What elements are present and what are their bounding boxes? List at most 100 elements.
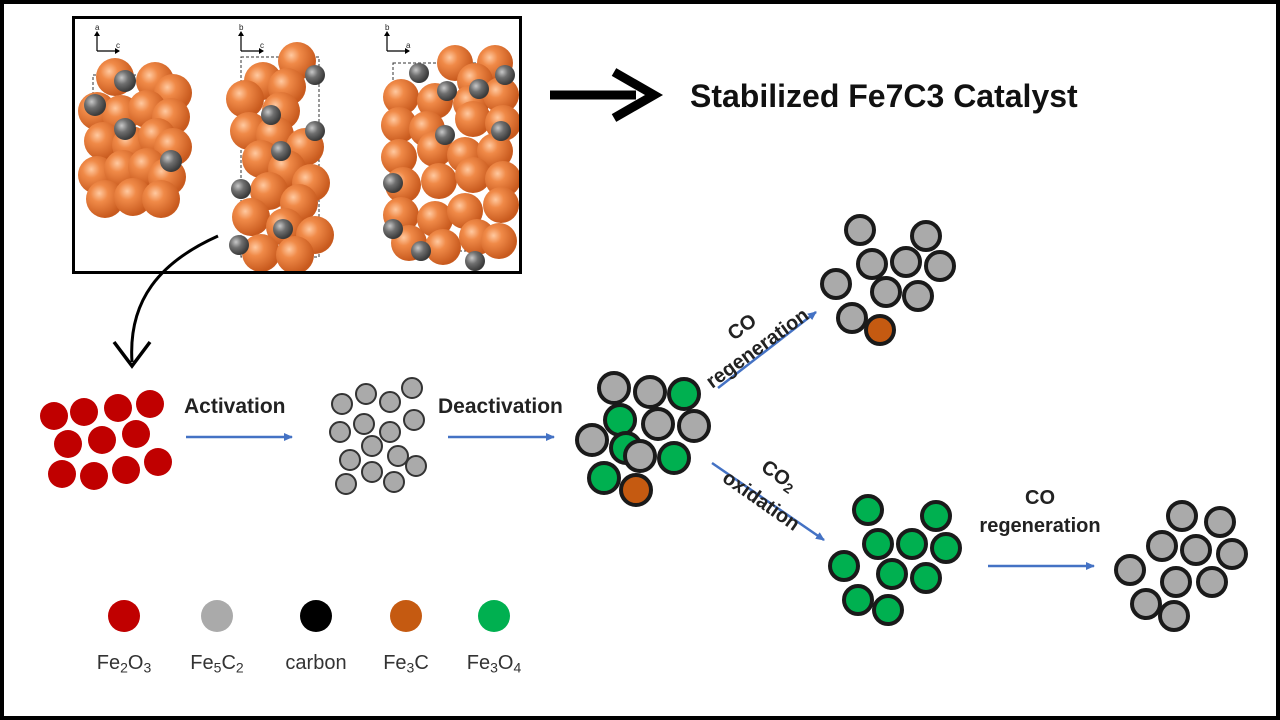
axis-label-a-view3: a xyxy=(406,41,411,50)
fe3o4-particle xyxy=(876,558,908,590)
fe5c2-particle xyxy=(1204,506,1236,538)
fe5c2-particle xyxy=(339,449,361,471)
fe-atom xyxy=(86,180,124,218)
mixed-particle xyxy=(597,371,631,405)
fe5c2-particle xyxy=(1130,588,1162,620)
right-arrow-icon xyxy=(550,68,664,122)
fe3o4-particle xyxy=(862,528,894,560)
fe5c2-particle xyxy=(403,409,425,431)
legend-label-fe3o4: Fe3O4 xyxy=(466,652,522,676)
fe5c2-particle xyxy=(383,471,405,493)
fe5c2-particle xyxy=(856,248,888,280)
fe2o3-particle xyxy=(54,430,82,458)
co-regeneration-arrow-top xyxy=(717,311,817,389)
carbon-atom xyxy=(271,141,291,161)
axis-label-c-view2: c xyxy=(260,41,264,50)
fe5c2-particle xyxy=(1158,600,1190,632)
mixed-particle xyxy=(633,375,667,409)
axis-label-b-view2: b xyxy=(239,23,244,32)
mixed-particle xyxy=(623,439,657,473)
axis-label-b-view3: b xyxy=(385,23,390,32)
fe-atom xyxy=(421,163,457,199)
fe3o4-particle xyxy=(930,532,962,564)
legend-swatch-fe3c xyxy=(390,600,422,632)
legend-label-fe3c: Fe3C xyxy=(383,652,429,676)
carbon-atom xyxy=(491,121,511,141)
fe2o3-particle xyxy=(80,462,108,490)
co-regeneration-label-right: CO regeneration xyxy=(970,484,1110,540)
fe3o4-particle xyxy=(920,500,952,532)
fe-atom xyxy=(483,187,519,223)
fe-atom xyxy=(381,107,417,143)
fe3o4-particle xyxy=(842,584,874,616)
mixed-particle xyxy=(603,403,637,437)
fe5c2-particle xyxy=(924,250,956,282)
curved-arrow-icon xyxy=(112,234,219,369)
figure-title: Stabilized Fe7C3 Catalyst xyxy=(690,78,1078,114)
deactivation-label: Deactivation xyxy=(438,395,563,418)
mixed-particle xyxy=(619,473,653,507)
co2-oxidation-arrow xyxy=(711,461,825,542)
fe2o3-particle xyxy=(122,420,150,448)
fe-atom xyxy=(242,234,280,271)
fe5c2-particle xyxy=(1166,500,1198,532)
legend-label-fe5c2: Fe5C2 xyxy=(190,652,244,676)
carbon-atom xyxy=(435,125,455,145)
mixed-particle xyxy=(575,423,609,457)
fe-atom xyxy=(381,139,417,175)
mixed-particle xyxy=(641,407,675,441)
fe3o4-particle xyxy=(852,494,884,526)
fe5c2-particle xyxy=(890,246,922,278)
carbon-atom xyxy=(383,173,403,193)
fe3o4-particle xyxy=(910,562,942,594)
carbon-atom xyxy=(160,150,182,172)
fe-atom xyxy=(383,79,419,115)
fe5c2-particle xyxy=(353,413,375,435)
fe-atom xyxy=(483,77,519,113)
fe-atom xyxy=(455,157,491,193)
fe2o3-particle xyxy=(48,460,76,488)
carbon-atom xyxy=(114,118,136,140)
fe5c2-particle xyxy=(401,377,423,399)
axis-label-c-view1: c xyxy=(116,41,120,50)
axis-label-a-view1: a xyxy=(95,23,100,32)
fe5c2-particle xyxy=(361,435,383,457)
fe5c2-particle xyxy=(1216,538,1248,570)
carbon-atom xyxy=(383,219,403,239)
fe-atom xyxy=(276,236,314,271)
fe5c2-particle xyxy=(820,268,852,300)
fe5c2-particle xyxy=(361,461,383,483)
fe2o3-particle xyxy=(40,402,68,430)
carbon-atom xyxy=(229,235,249,255)
carbon-atom xyxy=(231,179,251,199)
fe-atom xyxy=(417,201,453,237)
mixed-particle xyxy=(587,461,621,495)
carbon-atom xyxy=(305,65,325,85)
fe-atom xyxy=(477,133,513,169)
fe-atom xyxy=(485,161,519,197)
fe-atom xyxy=(232,198,270,236)
fe2o3-particle xyxy=(112,456,140,484)
carbon-atom xyxy=(411,241,431,261)
legend-swatch-fe3o4 xyxy=(478,600,510,632)
legend-swatch-carbon xyxy=(300,600,332,632)
fe5c2-particle xyxy=(329,421,351,443)
fe5c2-particle xyxy=(844,214,876,246)
fe5c2-particle xyxy=(379,421,401,443)
fe3o4-particle xyxy=(828,550,860,582)
fe5c2-particle xyxy=(387,445,409,467)
carbon-atom xyxy=(261,105,281,125)
co-regeneration-right-line1: CO xyxy=(1025,487,1055,509)
carbon-atom xyxy=(469,79,489,99)
fe5c2-particle xyxy=(355,383,377,405)
fe5c2-particle xyxy=(1196,566,1228,598)
legend-swatch-fe2o3 xyxy=(108,600,140,632)
fe-atom xyxy=(425,229,461,265)
mixed-particle xyxy=(667,377,701,411)
legend-label-fe2o3: Fe2O3 xyxy=(96,652,152,676)
fe-atom xyxy=(142,180,180,218)
fe2o3-particle xyxy=(104,394,132,422)
fe3c-particle xyxy=(864,314,896,346)
fe2o3-particle xyxy=(144,448,172,476)
